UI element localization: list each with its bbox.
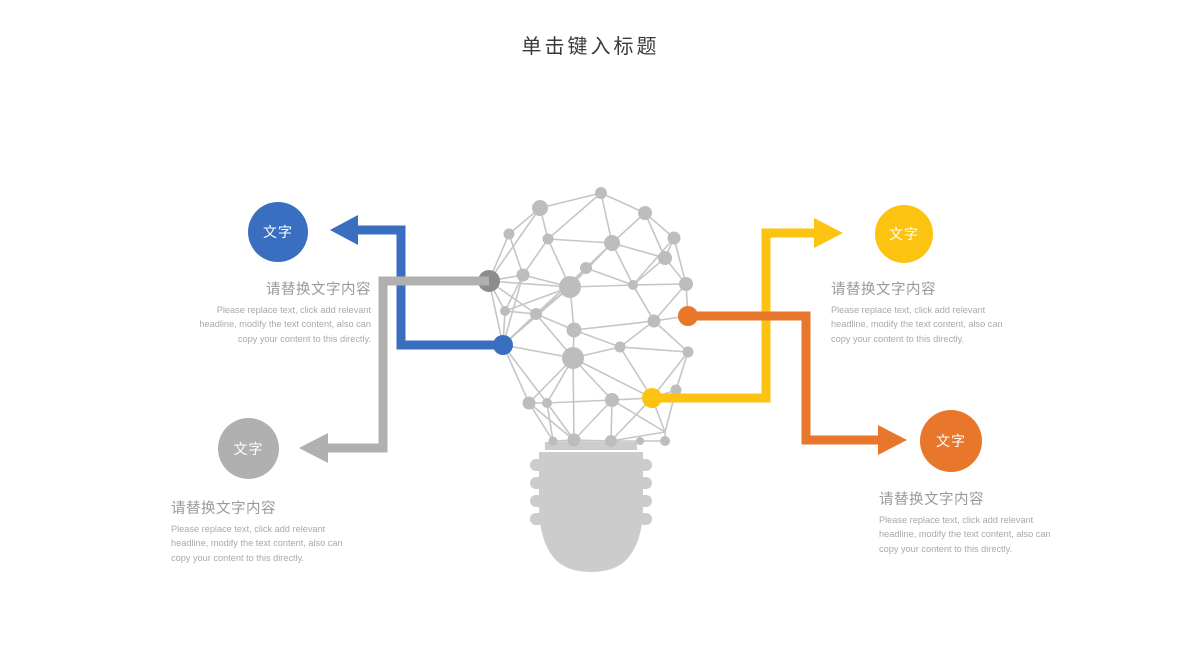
badge-blue-label: 文字	[263, 225, 293, 241]
text-block-yellow-body: Please replace text, click add relevant …	[831, 305, 1003, 344]
badge-yellow[interactable]: 文字	[875, 205, 933, 263]
connector-blue	[330, 215, 503, 350]
bulb-base-icon	[530, 442, 652, 572]
badge-gray[interactable]: 文字	[218, 418, 279, 479]
text-block-gray-heading: 请替换文字内容	[171, 501, 276, 517]
text-block-gray: 请替换文字内容 Please replace text, click add r…	[171, 497, 349, 565]
text-block-orange-body: Please replace text, click add relevant …	[879, 515, 1051, 554]
badge-gray-label: 文字	[233, 441, 264, 458]
connector-orange	[688, 311, 907, 455]
text-block-blue-body: Please replace text, click add relevant …	[199, 305, 371, 344]
network-nodes	[498, 187, 694, 447]
badge-orange[interactable]: 文字	[920, 410, 982, 472]
connector-yellow	[652, 218, 843, 403]
text-block-orange: 请替换文字内容 Please replace text, click add r…	[879, 488, 1059, 556]
text-block-yellow: 请替换文字内容 Please replace text, click add r…	[831, 278, 1011, 346]
text-block-gray-body: Please replace text, click add relevant …	[171, 524, 343, 563]
text-block-yellow-heading: 请替换文字内容	[831, 282, 936, 298]
connector-gray	[299, 276, 489, 463]
page-title: 单击键入标题	[521, 34, 660, 58]
badge-blue[interactable]: 文字	[248, 202, 308, 262]
text-block-orange-heading: 请替换文字内容	[879, 492, 984, 508]
badge-orange-label: 文字	[936, 434, 966, 450]
badge-yellow-label: 文字	[889, 227, 919, 243]
text-block-blue: 请替换文字内容 Please replace text, click add r…	[199, 278, 371, 346]
text-block-blue-heading: 请替换文字内容	[266, 282, 371, 298]
